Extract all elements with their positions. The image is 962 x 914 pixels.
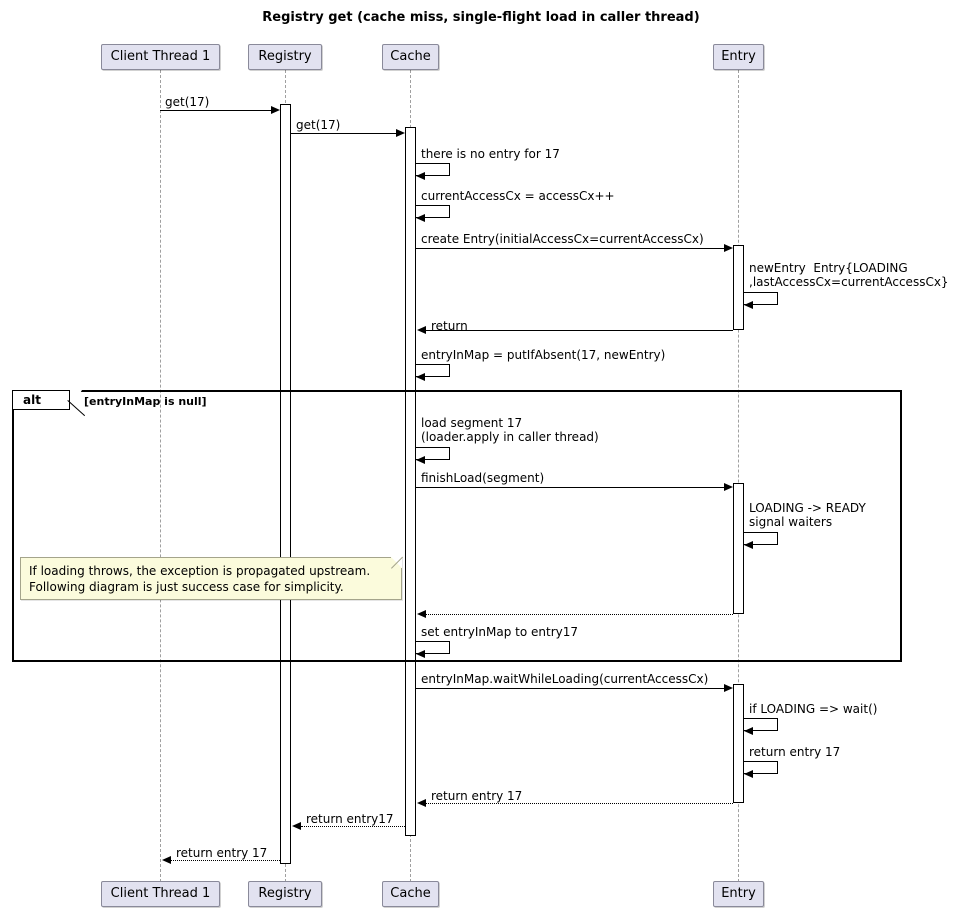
- message-arrow-m19: [162, 856, 171, 864]
- message-arrow-m7: [417, 326, 426, 334]
- message-self-m8: [416, 364, 450, 377]
- message-arrow-m17: [417, 799, 426, 807]
- message-self-m9: [416, 447, 450, 460]
- message-label-m19: return entry 17: [176, 846, 268, 860]
- alt-fragment-tab: alt: [12, 390, 70, 410]
- message-self-m15: [744, 718, 778, 731]
- message-label-m6: newEntry Entry{LOADING ,lastAccessCx=cur…: [749, 261, 949, 289]
- message-line-m12: [426, 614, 733, 615]
- message-label-m13: set entryInMap to entry17: [421, 625, 579, 639]
- message-arrow-m12: [417, 610, 426, 618]
- message-arrow-m10: [724, 483, 733, 491]
- participant-cache-top[interactable]: Cache: [382, 44, 439, 70]
- message-label-m16: return entry 17: [749, 745, 841, 759]
- message-arrow-m18: [292, 822, 301, 830]
- message-arrow-m9: [416, 456, 425, 464]
- message-self-m13: [416, 641, 450, 654]
- message-line-m17: [426, 803, 733, 804]
- message-self-m11: [744, 532, 778, 545]
- message-line-m7: [426, 330, 733, 331]
- message-line-m5: [416, 248, 725, 249]
- message-arrow-m16: [744, 770, 753, 778]
- message-label-m11: LOADING -> READY signal waiters: [749, 501, 866, 529]
- message-label-m8: entryInMap = putIfAbsent(17, newEntry): [421, 348, 666, 362]
- activation-cache: [405, 127, 416, 836]
- message-arrow-m3: [416, 172, 425, 180]
- participant-registry-top[interactable]: Registry: [248, 44, 322, 70]
- message-arrow-m5: [724, 244, 733, 252]
- message-self-m3: [416, 163, 450, 176]
- lifeline-client: [160, 70, 161, 882]
- message-arrow-m6: [744, 301, 753, 309]
- message-line-m19: [171, 860, 280, 861]
- message-self-m6: [744, 292, 778, 305]
- message-arrow-m13: [416, 650, 425, 658]
- alt-fragment-box: [12, 390, 902, 662]
- activation-entry-wait: [733, 684, 744, 803]
- message-label-m18: return entry17: [306, 812, 394, 826]
- message-line-m10: [416, 487, 725, 488]
- note-fold-corner: [391, 557, 402, 568]
- message-label-m9: load segment 17 (loader.apply in caller …: [421, 416, 599, 444]
- participant-cache-bottom[interactable]: Cache: [382, 881, 439, 907]
- note-exception-propagation: If loading throws, the exception is prop…: [20, 557, 402, 600]
- message-label-m17: return entry 17: [431, 789, 523, 803]
- participant-client-bottom[interactable]: Client Thread 1: [101, 881, 220, 907]
- participant-entry-bottom[interactable]: Entry: [713, 881, 764, 907]
- message-arrow-m15: [744, 727, 753, 735]
- participant-client-top[interactable]: Client Thread 1: [101, 44, 220, 70]
- activation-entry-finishload: [733, 483, 744, 614]
- activation-entry-create: [733, 245, 744, 330]
- message-self-m16: [744, 761, 778, 774]
- alt-fragment-condition: [entryInMap is null]: [84, 395, 207, 408]
- note-line-1: If loading throws, the exception is prop…: [29, 564, 371, 578]
- page-title: Registry get (cache miss, single-flight …: [262, 10, 700, 25]
- note-line-2: Following diagram is just success case f…: [29, 580, 344, 594]
- message-arrow-m4: [416, 214, 425, 222]
- message-arrow-m1: [271, 106, 280, 114]
- message-line-m14: [416, 688, 725, 689]
- message-label-m2: get(17): [296, 118, 341, 132]
- message-arrow-m8: [416, 373, 425, 381]
- message-line-m1: [160, 110, 272, 111]
- message-line-m18: [301, 826, 405, 827]
- message-label-m4: currentAccessCx = accessCx++: [421, 189, 615, 203]
- message-label-m5: create Entry(initialAccessCx=currentAcce…: [421, 232, 704, 246]
- alt-fragment-tab-notch: [70, 390, 82, 410]
- message-label-m14: entryInMap.waitWhileLoading(currentAcces…: [421, 672, 709, 686]
- message-label-m3: there is no entry for 17: [421, 147, 560, 161]
- lifeline-entry: [738, 70, 739, 882]
- message-arrow-m2: [396, 129, 405, 137]
- message-arrow-m11: [744, 541, 753, 549]
- message-label-m7: return: [431, 319, 468, 333]
- participant-entry-top[interactable]: Entry: [713, 44, 764, 70]
- participant-registry-bottom[interactable]: Registry: [248, 881, 322, 907]
- activation-registry: [280, 104, 291, 864]
- message-arrow-m14: [724, 684, 733, 692]
- message-label-m1: get(17): [165, 95, 210, 109]
- message-line-m2: [291, 133, 397, 134]
- message-label-m15: if LOADING => wait(): [749, 702, 878, 716]
- message-self-m4: [416, 205, 450, 218]
- message-label-m10: finishLoad(segment): [421, 471, 545, 485]
